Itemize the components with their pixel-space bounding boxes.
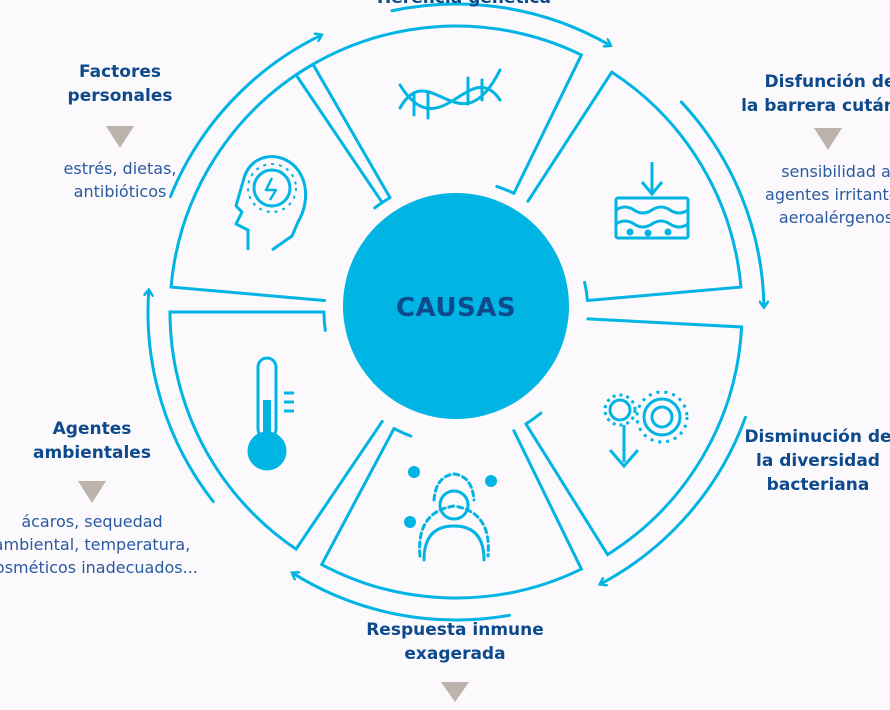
cycle-arrow xyxy=(148,291,215,504)
immune-response-icon xyxy=(404,466,497,562)
bacteria-icon xyxy=(603,390,689,469)
skin-layers-icon xyxy=(614,162,690,240)
ring-inner-arc xyxy=(373,196,392,210)
ring-inner-arc xyxy=(392,427,413,438)
ring-inner-arc xyxy=(495,184,516,195)
ring-segment xyxy=(526,70,743,302)
thermometer-icon xyxy=(247,356,294,471)
pointer-triangle xyxy=(441,682,469,702)
ring-segment xyxy=(319,427,584,600)
pointer-triangle xyxy=(814,128,842,150)
cycle-arrow xyxy=(390,2,610,45)
center-circle xyxy=(343,193,569,419)
head-brain-icon xyxy=(234,155,308,252)
ring-segment xyxy=(293,24,584,205)
center-label: CAUSAS xyxy=(395,293,517,323)
ring-segment xyxy=(524,317,744,557)
cycle-arrow xyxy=(293,573,511,622)
cycle-arrow xyxy=(601,415,747,584)
cycle-ring xyxy=(148,2,764,622)
ring-segment xyxy=(169,62,392,302)
dna-icon xyxy=(398,68,502,120)
cycle-arrow xyxy=(168,35,321,199)
ring-segment xyxy=(168,310,384,552)
pointer-triangle xyxy=(78,481,106,503)
segment-title-genetica: Herencia genética xyxy=(377,0,551,10)
segment-desc-personales: estrés, dietas,antibióticos xyxy=(63,159,177,201)
cycle-arrow xyxy=(679,100,764,307)
ring-inner-arc xyxy=(524,411,543,426)
ring-inner-arc xyxy=(583,280,589,302)
ring-inner-arc xyxy=(322,310,327,332)
pointer-triangle xyxy=(106,126,134,148)
